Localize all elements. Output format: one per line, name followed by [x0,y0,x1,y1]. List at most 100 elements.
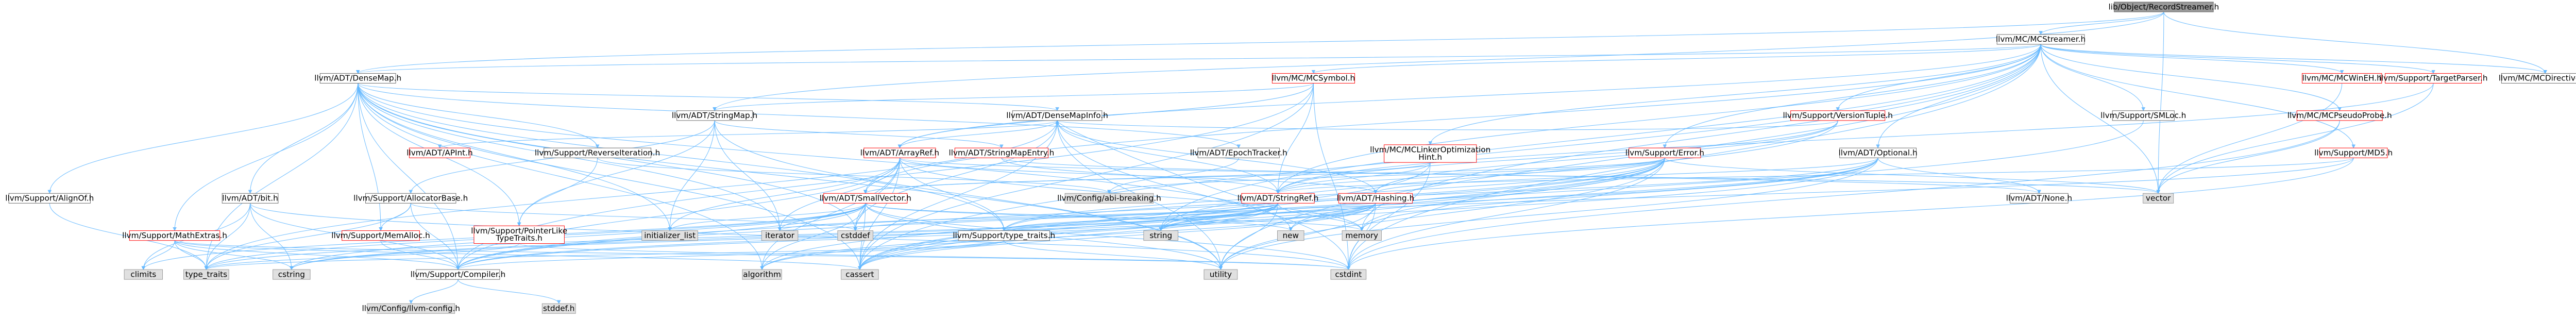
node-mext[interactable]: llvm/Support/MathExtras.h [122,230,227,241]
edge-mcstr-to-strng [1159,44,2041,231]
edge-mcstr-to-mclho [1428,44,2041,145]
edge-optnl-to-util [1218,158,1878,271]
node-none[interactable]: llvm/ADT/None.h [2006,193,2072,204]
node-bit[interactable]: llvm/ADT/bit.h [222,193,279,204]
node-smap[interactable]: llvm/ADT/StringMap.h [672,110,757,121]
edge-mcstr-to-vector [2040,44,2160,194]
node-label: llvm/MC/MCPseudoProbe.h [2287,111,2392,120]
edge-sref-to-strng [1159,203,1279,231]
node-label: llvm/MC/MCStreamer.h [1996,35,2086,44]
edge-arref-to-comp [456,158,900,271]
edge-serr-to-sref [1276,158,1665,194]
node-ttp[interactable]: llvm/Support/TargetParser.h [2379,73,2488,83]
node-label: TypeTraits.h [495,233,542,243]
edge-svec-to-cstr [290,203,866,271]
node-label: llvm/Support/MD5.h [2314,148,2393,157]
edge-root-to-smap [713,12,2164,111]
node-mcpp[interactable]: llvm/MC/MCPseudoProbe.h [2287,110,2392,121]
node-serr[interactable]: llvm/Support/Error.h [1625,147,1704,158]
node-memal[interactable]: llvm/Support/MemAlloc.h [331,230,430,241]
edge-serr-to-algo [760,158,1665,271]
node-box [409,147,471,158]
edge-mext-to-comp [174,240,460,271]
edge-comp-to-stddef [457,279,561,305]
node-box [319,73,396,83]
node-box [823,193,908,204]
node-vector: vector [2143,193,2174,204]
edge-typtr-to-util [1004,240,1223,271]
edge-svec-to-inil [668,203,866,231]
edge-mcsym-to-sref [1276,83,1314,194]
node-smape[interactable]: llvm/ADT/StringMapEntry.h [949,147,1055,158]
edge-dmap-to-algo [358,83,764,271]
node-label: llvm/Support/Compiler.h [411,270,506,279]
node-mcsym[interactable]: llvm/MC/MCSymbol.h [1272,73,1355,83]
node-typtr[interactable]: llvm/Support/type_traits.h [953,230,1055,241]
node-box [742,269,782,280]
node-box [342,230,420,241]
edge-serr-to-vector [1664,157,2160,194]
edge-optnl-to-memory [1360,158,1878,231]
edge-optnl-to-comp [456,158,1878,271]
node-hash[interactable]: llvm/ADT/Hashing.h [1336,193,1414,204]
node-label: llvm/ADT/bit.h [222,194,278,203]
node-md5[interactable]: llvm/Support/MD5.h [2314,147,2393,158]
edge-dmapi-to-sref [1057,120,1280,194]
node-svec[interactable]: llvm/ADT/SmallVector.h [820,193,911,204]
edge-root-to-mcdir [2163,12,2547,74]
edge-bit-to-cint [250,203,1350,271]
node-box [1012,110,1103,121]
node-label: llvm/ADT/APInt.h [406,148,472,157]
node-box [367,303,455,314]
node-box [1277,230,1304,241]
node-label: cstdint [1335,270,1362,279]
edge-bit-to-cstr [250,203,294,271]
node-cstr: cstring [273,269,311,280]
edge-ttp-to-sref [1276,83,2434,194]
node-label: llvm/Support/VersionTuple.h [1783,111,1892,120]
node-revit[interactable]: llvm/Support/ReverseIteration.h [535,147,660,158]
node-dmap[interactable]: llvm/ADT/DenseMap.h [314,73,401,83]
edge-mcsym-to-cint [1313,83,1351,271]
edge-dmap-to-new [358,83,1293,231]
node-clim: climits [124,269,163,280]
edge-mext-to-cint [174,240,1350,271]
edge-mclho-to-cint [1346,162,1431,271]
node-arref[interactable]: llvm/ADT/ArrayRef.h [860,147,939,158]
node-box [1064,193,1154,204]
node-mcwin[interactable]: llvm/MC/MCWinEH.h [2301,73,2382,83]
node-dmapi[interactable]: llvm/ADT/DenseMapInfo.h [1006,110,1108,121]
node-comp[interactable]: llvm/Support/Compiler.h [411,269,506,280]
node-sref[interactable]: llvm/ADT/StringRef.h [1238,193,1319,204]
node-smloc[interactable]: llvm/Support/SMLoc.h [2100,110,2186,121]
node-box [2143,193,2174,204]
edge-mcwin-to-vector [2156,83,2343,194]
node-mcdir[interactable]: llvm/MC/MCDirectives.h [2499,73,2576,83]
node-apint[interactable]: llvm/ADT/APInt.h [406,147,473,158]
node-box [1330,269,1367,280]
node-label: llvm/ADT/DenseMap.h [314,74,401,83]
node-optnl[interactable]: llvm/ADT/Optional.h [1839,147,1918,158]
node-label: llvm/Support/Error.h [1625,148,1704,157]
node-box [958,230,1050,241]
node-box [1272,73,1355,83]
edge-mcstr-to-sref [1276,44,2041,194]
node-alloc[interactable]: llvm/Support/AllocatorBase.h [353,193,468,204]
node-label: llvm/Support/type_traits.h [953,231,1055,241]
node-util: utility [1204,269,1238,280]
node-mcstr[interactable]: llvm/MC/MCStreamer.h [1996,34,2086,45]
node-label: llvm/MC/MCDirectives.h [2499,74,2576,83]
node-align[interactable]: llvm/Support/AlignOf.h [5,193,94,204]
node-label: llvm/Config/abi-breaking.h [1057,194,1161,203]
node-verst[interactable]: llvm/Support/VersionTuple.h [1783,110,1893,121]
node-box [1342,230,1382,241]
edge-dmap-to-typet [204,83,359,271]
node-epoch[interactable]: llvm/ADT/EpochTracker.h [1190,147,1287,158]
node-new: new [1277,230,1304,241]
edge-hash-to-typtr [1002,203,1376,231]
node-label: llvm/Support/ReverseIteration.h [535,148,660,157]
edge-dmapi-to-apint [437,120,1058,149]
node-box [222,193,279,204]
